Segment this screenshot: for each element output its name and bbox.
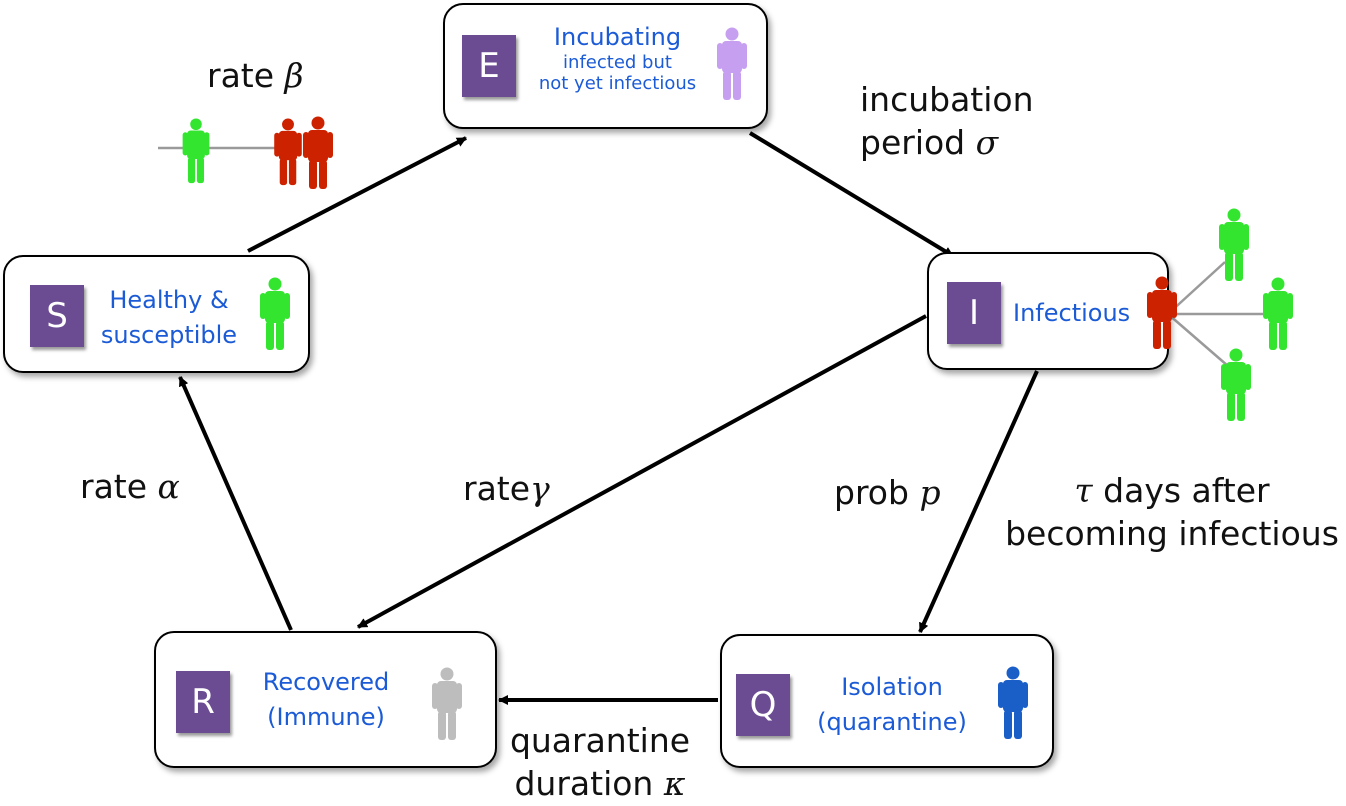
rate-beta-label: rate β (207, 55, 304, 98)
letter-s-badge: S (30, 285, 84, 347)
recovered-line1: Recovered (262, 668, 390, 696)
tau-days-label: τ days after becoming infectious (1000, 470, 1344, 556)
arrow-i-to-r (357, 314, 927, 629)
node-incubating: E Incubating infected but not yet infect… (443, 3, 768, 129)
letter-q-badge: Q (736, 674, 790, 736)
healthy-label: Healthy & susceptible (91, 283, 247, 353)
prob-word: prob (834, 473, 909, 512)
rate-beta-word: rate (207, 56, 275, 95)
recovered-line2: (Immune) (267, 702, 385, 731)
recovered-label: Recovered (Immune) (251, 665, 401, 735)
p-symbol: p (919, 473, 941, 512)
tau-line2: becoming infectious (1005, 513, 1339, 553)
kappa-symbol: κ (663, 763, 686, 803)
rate-alpha-label: rate α (80, 466, 180, 509)
rate-gamma-word: rate (463, 469, 531, 508)
rate-gamma-label: rateγ (463, 468, 550, 511)
purple-person-icon (717, 27, 747, 100)
isolation-line1: Isolation (841, 673, 943, 701)
incubation-period-label: incubation period σ (860, 79, 1034, 165)
rate-alpha-word: rate (80, 467, 148, 506)
green-person-icon (260, 277, 290, 350)
blue-person-icon (998, 666, 1028, 739)
incubation-line1: incubation (860, 80, 1034, 119)
spread-icon (1167, 208, 1293, 421)
beta-symbol: β (284, 56, 304, 95)
alpha-symbol: α (157, 467, 180, 506)
red-person-icon (1147, 276, 1177, 349)
arrow-i-to-q (918, 370, 1039, 633)
isolation-line2: (quarantine) (817, 707, 967, 736)
quarantine-line1: quarantine (509, 721, 691, 760)
healthy-line1: Healthy & (109, 286, 229, 314)
incubating-title: Incubating (553, 23, 682, 51)
letter-i-badge: I (947, 282, 1001, 344)
contact-icon (158, 116, 333, 189)
incubation-period-word: period (860, 122, 966, 162)
tau-symbol: τ (1074, 471, 1093, 510)
healthy-line2: susceptible (100, 320, 238, 349)
quarantine-duration-word: duration (514, 763, 654, 803)
letter-e-badge: E (462, 35, 516, 97)
gamma-symbol: γ (530, 469, 550, 508)
tau-line1: days after (1103, 471, 1270, 510)
node-infectious: I Infectious (927, 252, 1177, 370)
sigma-symbol: σ (975, 122, 999, 162)
incubating-label: Incubating infected but not yet infectio… (535, 23, 700, 95)
node-recovered: R Recovered (Immune) (154, 631, 497, 768)
infectious-label: Infectious (1013, 299, 1131, 327)
incubating-line3: not yet infectious (538, 73, 697, 95)
isolation-label: Isolation (quarantine) (802, 670, 982, 740)
grey-person-icon (432, 667, 462, 740)
incubating-line2: infected but (563, 51, 672, 73)
letter-r-badge: R (176, 671, 230, 733)
prob-p-label: prob p (834, 472, 941, 515)
arrow-e-to-i (748, 131, 955, 258)
arrow-r-to-s (178, 376, 293, 631)
node-isolation: Q Isolation (quarantine) (720, 634, 1054, 768)
arrow-s-to-e (247, 136, 467, 253)
node-healthy-susceptible: S Healthy & susceptible (3, 255, 310, 373)
quarantine-duration-label: quarantine duration κ (505, 720, 695, 806)
